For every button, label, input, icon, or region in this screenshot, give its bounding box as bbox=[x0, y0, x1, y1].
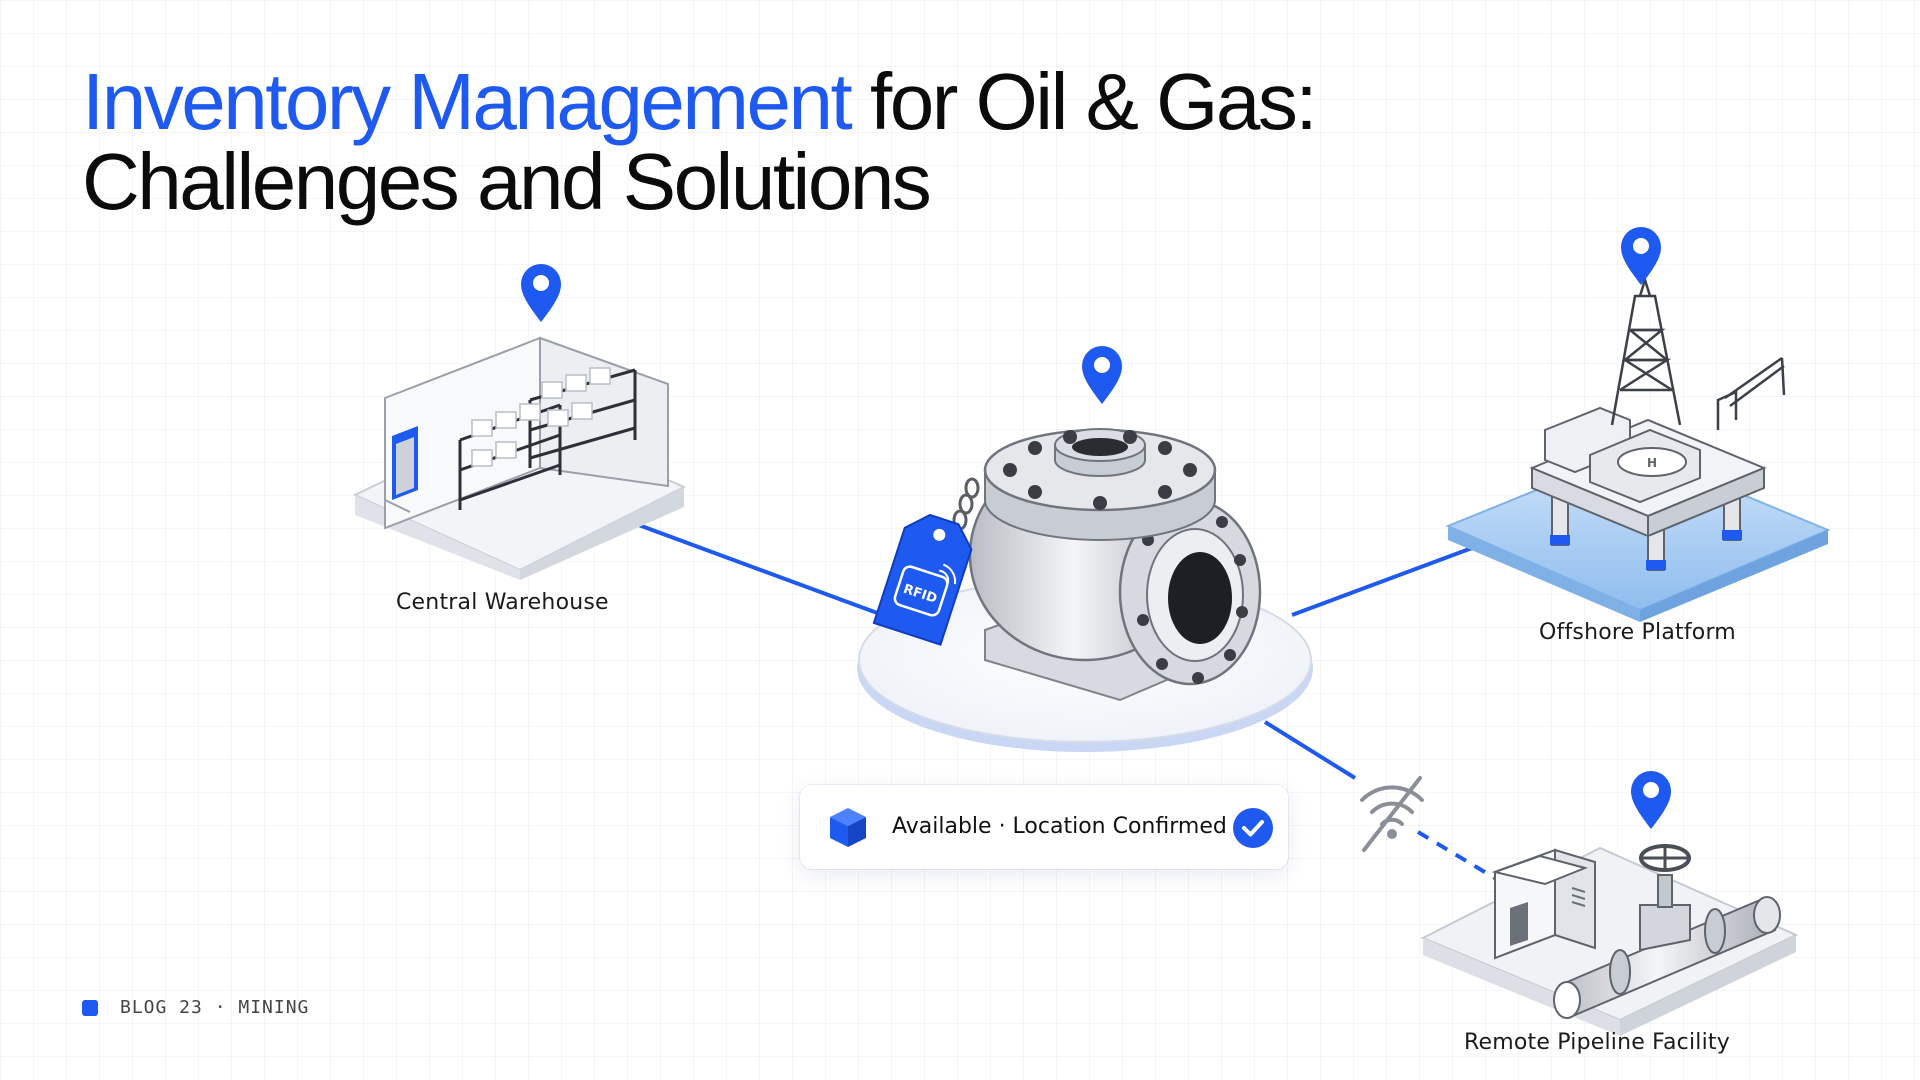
offshore-platform-illustration: H bbox=[1445, 275, 1831, 622]
check-circle-icon bbox=[1233, 808, 1273, 848]
footer-square-icon bbox=[82, 999, 98, 1016]
link-offshore bbox=[1291, 546, 1473, 617]
label-central-warehouse: Central Warehouse bbox=[396, 590, 609, 615]
link-warehouse bbox=[635, 522, 881, 616]
link-remote-solid bbox=[1263, 720, 1357, 780]
asset-pin-icon bbox=[1082, 346, 1122, 404]
status-text: Available · Location Confirmed bbox=[892, 814, 1227, 839]
status-pill: Available · Location Confirmed bbox=[800, 785, 1288, 869]
title-line-2: Challenges and Solutions bbox=[82, 137, 932, 226]
svg-text:H: H bbox=[1647, 456, 1657, 470]
footer-tag: BLOG 23 · MINING bbox=[120, 997, 310, 1018]
offshore-pin-icon bbox=[1621, 227, 1661, 285]
label-remote-pipeline: Remote Pipeline Facility bbox=[1464, 1030, 1730, 1055]
warehouse-pin-icon bbox=[521, 264, 561, 322]
title-rest: for Oil & Gas: bbox=[850, 57, 1318, 146]
title-highlight: Inventory Management bbox=[82, 57, 853, 146]
page-title: Inventory Management for Oil & Gas: Chal… bbox=[82, 62, 1318, 226]
asset-illustration: RFID bbox=[857, 428, 1313, 752]
pipeline-pin-icon bbox=[1631, 771, 1671, 829]
warehouse-illustration bbox=[352, 336, 687, 580]
pipeline-facility-illustration bbox=[1420, 844, 1799, 1036]
footer: BLOG 23 · MINING bbox=[82, 997, 309, 1018]
label-offshore-platform: Offshore Platform bbox=[1539, 620, 1736, 645]
no-signal-icon bbox=[1360, 776, 1424, 852]
package-cube-icon bbox=[830, 808, 866, 847]
link-remote-dashed bbox=[1416, 830, 1500, 882]
